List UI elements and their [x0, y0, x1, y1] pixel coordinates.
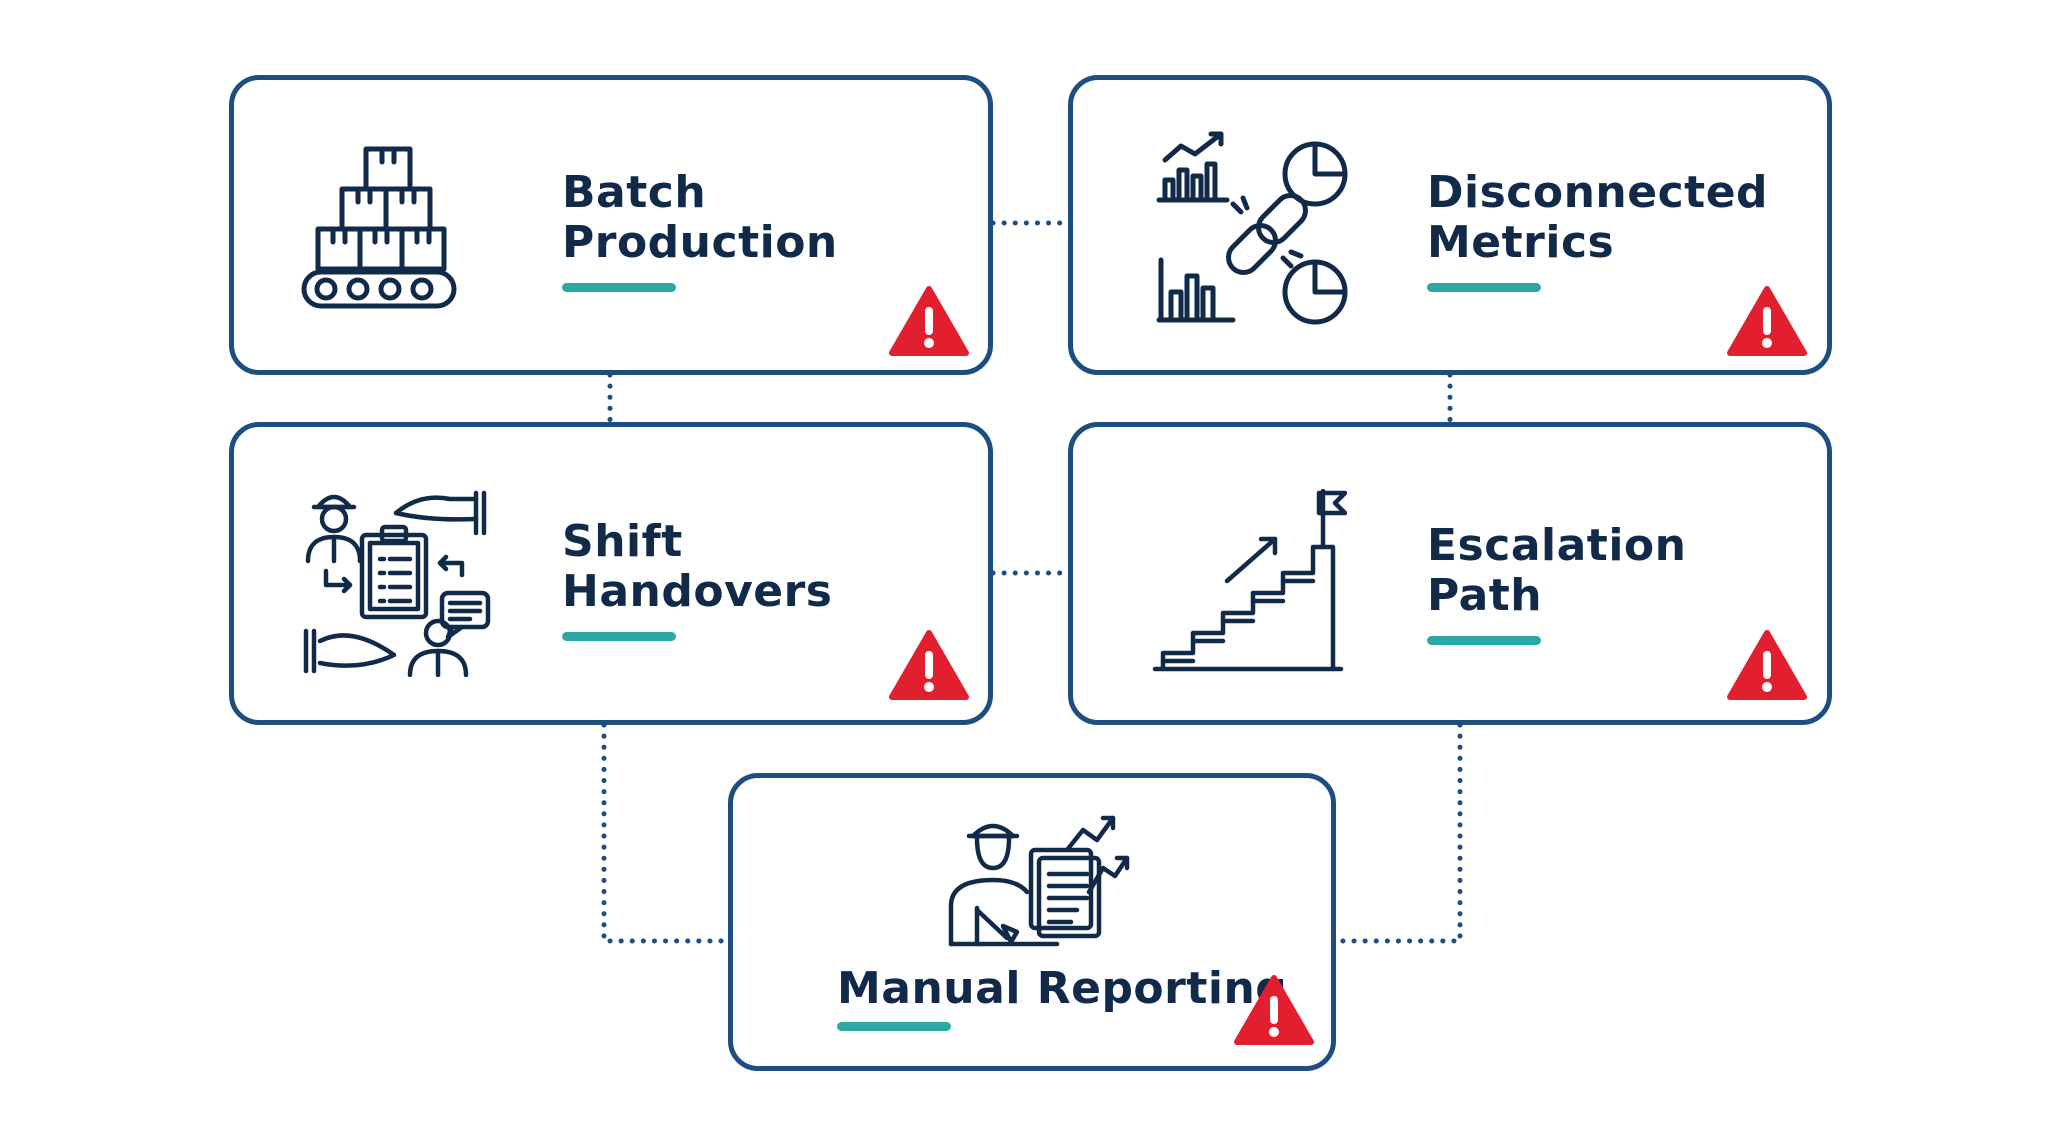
broken-chain-charts-icon	[1156, 131, 1348, 325]
accent-underline	[1427, 636, 1541, 645]
worker-report-icon	[948, 815, 1130, 947]
warning-triangle-icon	[1727, 286, 1807, 356]
card-manual-reporting: Manual Reporting	[728, 773, 1336, 1071]
title-line-2: Production	[562, 217, 838, 268]
card-title: Batch Production	[562, 168, 838, 268]
title-line-2: Metrics	[1427, 217, 1615, 268]
conveyor-boxes-icon	[301, 146, 457, 309]
card-shift-handovers: Shift Handovers	[229, 422, 993, 725]
connector-escalation-manual	[1333, 722, 1463, 944]
accent-underline	[1427, 283, 1541, 292]
title-line-1: Escalation	[1427, 520, 1687, 571]
card-disconnected-metrics: Disconnected Metrics	[1068, 75, 1832, 375]
card-title: Escalation Path	[1427, 521, 1686, 621]
warning-triangle-icon	[889, 286, 969, 356]
title-line-1: Batch	[562, 167, 707, 218]
stairs-flag-icon	[1152, 489, 1347, 672]
title-line-2: Handovers	[562, 566, 833, 617]
warning-triangle-icon	[1234, 975, 1314, 1045]
handover-workers-icon	[303, 490, 491, 677]
warning-triangle-icon	[889, 630, 969, 700]
accent-underline	[562, 283, 676, 292]
card-title: Disconnected Metrics	[1427, 168, 1768, 268]
title-line-2: Path	[1427, 570, 1543, 621]
connector-shift-manual	[601, 722, 731, 944]
accent-underline	[837, 1022, 951, 1031]
title-line-1: Shift	[562, 516, 683, 567]
title-line-1: Disconnected	[1427, 167, 1769, 218]
card-escalation-path: Escalation Path	[1068, 422, 1832, 725]
card-title: Manual Reporting	[837, 963, 1288, 1014]
card-batch-production: Batch Production	[229, 75, 993, 375]
accent-underline	[562, 632, 676, 641]
card-title: Shift Handovers	[562, 517, 832, 617]
warning-triangle-icon	[1727, 630, 1807, 700]
